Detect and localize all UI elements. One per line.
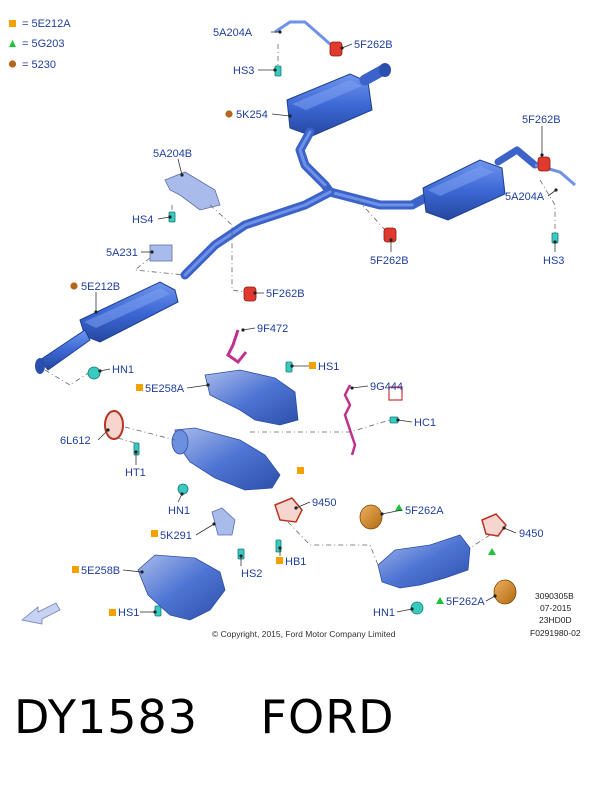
callout-9450-left: 9450 <box>312 497 336 509</box>
gasket-9450-right <box>481 513 507 537</box>
marker-square-hs1-lower <box>109 609 116 616</box>
callout-5f262a-upper: 5F262A <box>405 505 444 517</box>
callout-hc1: HC1 <box>414 417 436 429</box>
legend-circle-symbol <box>8 60 17 68</box>
rear-hanger-bracket <box>274 20 331 46</box>
callout-5e258a: 5E258A <box>145 383 185 395</box>
callout-9f472: 9F472 <box>257 323 288 335</box>
callout-5f262b-right: 5F262B <box>522 114 561 126</box>
drawing-meta: 3090305B 07-2015 23HD0D F0291980-02 © Co… <box>212 591 581 639</box>
gasket-5f262a-lower <box>493 579 517 605</box>
bracket-5k291 <box>211 507 236 536</box>
sensor-connector <box>388 386 403 401</box>
callout-hs3-right: HS3 <box>543 255 564 267</box>
legend-label-square: = 5E212A <box>22 18 71 30</box>
marker-square-5k291 <box>151 530 158 537</box>
marker-square-hb1 <box>276 557 283 564</box>
meta-code: 3090305B <box>535 591 574 601</box>
marker-triangle-5f262a-lower <box>436 597 444 604</box>
callout-9g444: 9G444 <box>370 381 403 393</box>
gasket-9450-left <box>274 497 303 523</box>
marker-triangle-5f262a-upper <box>395 504 403 511</box>
meta-figure-id: F0291980-02 <box>530 628 581 638</box>
oxygen-sensor-9f472 <box>226 329 248 365</box>
callout-5e258b: 5E258B <box>81 565 120 577</box>
mid-hanger-bracket <box>164 171 221 211</box>
callout-5e212b: 5E212B <box>81 281 120 293</box>
callout-5f262a-lower: 5F262A <box>446 596 485 608</box>
callout-labels: 5A204A 5F262B HS3 5K254 5F262B 5A204B 5A… <box>60 27 564 619</box>
nut-hn1-upper <box>87 366 101 380</box>
catalytic-converter-right <box>377 534 471 589</box>
legend-square-symbol <box>9 20 16 27</box>
callout-hs1-lower: HS1 <box>118 607 139 619</box>
callout-5f262b-lower: 5F262B <box>266 288 305 300</box>
callout-hn1-mid: HN1 <box>168 505 190 517</box>
callout-leaders <box>94 30 558 614</box>
rear-exhaust-assembly <box>35 20 576 386</box>
callout-5a204b: 5A204B <box>153 148 192 160</box>
legend-label-triangle: = 5G203 <box>22 38 65 50</box>
front-flex-pipe <box>39 329 91 371</box>
callout-5f262b-top: 5F262B <box>354 39 393 51</box>
exhaust-system-diagram: = 5E212A = 5G203 = 5230 <box>8 18 581 639</box>
footer-caption: DY1583 FORD <box>14 690 395 744</box>
callout-ht1: HT1 <box>125 467 146 479</box>
callout-9450-right: 9450 <box>519 528 543 540</box>
callout-5a204a-top: 5A204A <box>213 27 253 39</box>
heat-shield-lower <box>137 554 226 621</box>
callout-hs4: HS4 <box>132 214 153 226</box>
gasket-5f262a-upper <box>359 504 383 530</box>
callout-hn1-upper: HN1 <box>112 364 134 376</box>
legend: = 5E212A = 5G203 = 5230 <box>8 18 71 71</box>
oxygen-sensor-9g444 <box>343 384 357 456</box>
rubber-isolators <box>243 41 551 302</box>
callout-hb1: HB1 <box>285 556 306 568</box>
marker-triangle-right <box>488 548 496 555</box>
part-markers <box>70 110 496 616</box>
meta-date: 07-2015 <box>540 603 571 613</box>
callout-hn1-lower: HN1 <box>373 607 395 619</box>
nut-hn1-mid <box>177 483 189 495</box>
catalytic-converter-main <box>174 427 281 491</box>
isolator-5f262b-top <box>329 41 343 57</box>
heat-shield-upper <box>204 369 299 426</box>
callout-hs2: HS2 <box>241 568 262 580</box>
legend-triangle-symbol <box>9 40 16 47</box>
marker-square-cat <box>297 467 304 474</box>
legend-label-circle: = 5230 <box>22 59 56 71</box>
callout-5a204a-right: 5A204A <box>505 191 545 203</box>
rear-left-tailpipe-tip <box>379 63 391 77</box>
callout-5a231: 5A231 <box>106 247 138 259</box>
front-direction-arrow-icon <box>21 602 61 625</box>
5a231-bracket <box>149 244 173 262</box>
copyright: © Copyright, 2015, Ford Motor Company Li… <box>212 629 396 639</box>
isolator-5f262b-right <box>537 156 551 172</box>
marker-circle-5e212b <box>70 282 78 290</box>
marker-square-5e258b <box>72 566 79 573</box>
marker-circle-5k254 <box>225 110 233 118</box>
callout-hs1-upper: HS1 <box>318 361 339 373</box>
callout-5k254: 5K254 <box>236 109 268 121</box>
callout-5f262b-mid: 5F262B <box>370 255 409 267</box>
isolator-5f262b-mid <box>383 227 397 243</box>
callout-6l612: 6L612 <box>60 435 91 447</box>
meta-ref: 23HD0D <box>539 615 572 625</box>
gasket-6l612 <box>104 410 124 440</box>
callout-hs3-top: HS3 <box>233 65 254 77</box>
marker-square-5e258a <box>136 384 143 391</box>
callout-5k291: 5K291 <box>160 530 192 542</box>
catalytic-converter-assembly <box>104 329 517 621</box>
marker-square-hs1-upper <box>309 362 316 369</box>
